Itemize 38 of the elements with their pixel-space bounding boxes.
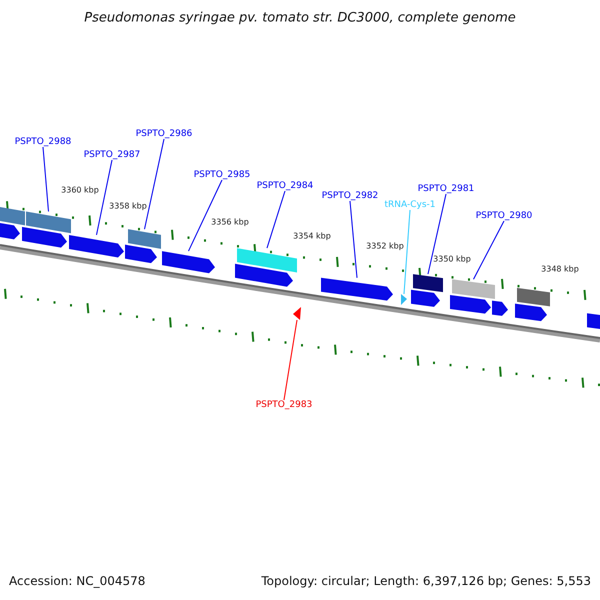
gene-box [452,279,495,299]
gene-box [413,274,443,292]
gene-feature [162,251,215,274]
gene-label: PSPTO_2988 [14,137,72,147]
gene-feature [321,278,393,301]
scale-label: 3358 kbp [109,202,147,210]
gene-label: PSPTO_2980 [476,211,532,221]
gene-label: PSPTO_2985 [194,170,250,180]
leader-line [188,180,222,252]
gene-label: PSPTO_2984 [256,181,314,191]
gene-marker [401,294,407,305]
gene-box [128,229,161,249]
gene-marker [293,307,301,320]
leader-line [428,194,446,275]
scale-label: 3352 kbp [366,242,404,250]
title: Pseudomonas syringae pv. tomato str. DC3000, complete genome [84,10,516,26]
scale-label: 3360 kbp [61,186,99,194]
scale-label: 3354 kbp [293,232,331,240]
scale-label: 3350 kbp [433,254,471,264]
leader-line [350,200,358,278]
gene-label: tRNA-Cys-1 [384,200,436,210]
leader-line [96,160,112,236]
gene-label: PSPTO_2983 [256,400,312,410]
gene-label: PSPTO_2986 [136,129,192,139]
gene-label: PSPTO_2982 [322,191,378,201]
gene-box [237,248,297,272]
scale-label: 3356 kbp [211,218,249,226]
leader-line [284,320,298,400]
gene-label: PSPTO_2987 [84,150,140,160]
leader-line [42,146,49,212]
leader-line [473,220,504,280]
gene-label: PSPTO_2981 [418,184,474,194]
leader-line [266,190,286,249]
footer-text: Topology: circular; Length: 6,397,126 bp; Genes: 5,553 [261,574,591,588]
scale-label: 3348 kbp [541,264,579,274]
leader-line [144,138,164,230]
footer-text: Accession: NC_004578 [9,574,146,588]
leader-line [404,210,410,294]
